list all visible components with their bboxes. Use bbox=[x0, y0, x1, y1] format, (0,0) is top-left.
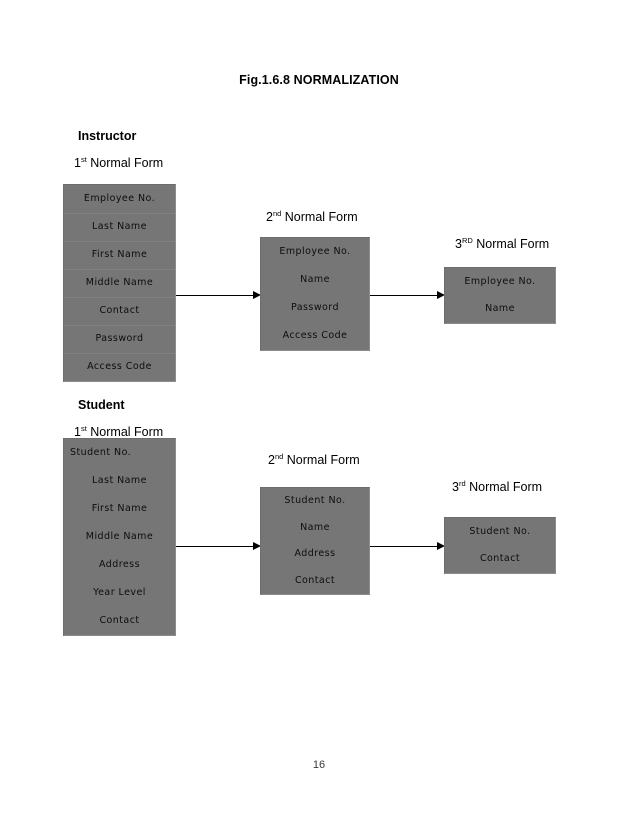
arrow-head-icon bbox=[253, 542, 261, 550]
label-instructor-1nf: 1st Normal Form bbox=[74, 156, 163, 170]
label-text: Normal Form bbox=[465, 480, 543, 494]
ordinal-suffix: st bbox=[80, 423, 87, 433]
student-2nf-table: Student No. Name Address Contact bbox=[260, 487, 370, 595]
table-row: Last Name bbox=[64, 213, 175, 241]
ordinal-number: 1 bbox=[74, 425, 81, 439]
arrow-head-icon bbox=[437, 542, 445, 550]
student-1nf-table: Student No. Last Name First Name Middle … bbox=[63, 438, 176, 636]
table-row: Contact bbox=[99, 614, 140, 626]
arrow-shaft bbox=[370, 546, 438, 547]
page-number: 16 bbox=[312, 759, 326, 771]
table-row: Address bbox=[294, 548, 336, 560]
table-row: Contact bbox=[64, 297, 175, 325]
student-3nf-table: Student No. Contact bbox=[444, 517, 556, 574]
ordinal-suffix: RD bbox=[461, 235, 473, 245]
table-row: Employee No. bbox=[464, 275, 536, 287]
table-row: Contact bbox=[479, 553, 521, 565]
arrow-head-icon bbox=[437, 291, 445, 299]
table-row: First Name bbox=[64, 241, 175, 269]
instructor-2nf-table: Employee No. Name Password Access Code bbox=[260, 237, 370, 351]
table-row: Access Code bbox=[64, 353, 175, 381]
label-instructor-3nf: 3RD Normal Form bbox=[455, 237, 549, 251]
ordinal-number: 3 bbox=[455, 237, 462, 251]
arrow-shaft bbox=[176, 295, 254, 296]
table-row: Employee No. bbox=[83, 192, 156, 204]
label-text: Normal Form bbox=[281, 210, 358, 224]
arrow-instructor-2nf-to-3nf bbox=[370, 291, 445, 300]
arrow-instructor-1nf-to-2nf bbox=[176, 291, 261, 300]
label-student-1nf: 1st Normal Form bbox=[74, 425, 163, 439]
label-instructor-2nf: 2nd Normal Form bbox=[266, 210, 358, 224]
label-text: Normal Form bbox=[472, 237, 550, 251]
table-row: Access Code bbox=[282, 329, 348, 341]
entity-title-instructor: Instructor bbox=[78, 129, 137, 143]
ordinal-number: 2 bbox=[266, 210, 273, 224]
table-row: Contact bbox=[294, 574, 336, 586]
table-row: Password bbox=[291, 301, 339, 313]
table-row: Last Name bbox=[92, 474, 147, 486]
table-row: Address bbox=[99, 558, 140, 570]
table-row: Student No. bbox=[284, 495, 346, 507]
table-row: Year Level bbox=[93, 586, 146, 598]
arrow-shaft bbox=[370, 295, 438, 296]
table-row: Middle Name bbox=[64, 269, 175, 297]
arrow-shaft bbox=[176, 546, 254, 547]
ordinal-number: 3 bbox=[452, 480, 459, 494]
table-row: Password bbox=[64, 325, 175, 353]
ordinal-suffix: rd bbox=[458, 478, 466, 488]
arrow-student-1nf-to-2nf bbox=[176, 542, 261, 551]
table-row: Name bbox=[300, 521, 330, 533]
label-text: Normal Form bbox=[283, 453, 360, 467]
ordinal-suffix: nd bbox=[272, 208, 282, 218]
table-row: Student No. bbox=[70, 446, 132, 458]
table-row: First Name bbox=[91, 502, 148, 514]
table-row: Student No. bbox=[469, 525, 531, 537]
entity-title-student: Student bbox=[78, 398, 125, 412]
label-text: Normal Form bbox=[86, 425, 164, 439]
label-text: Normal Form bbox=[86, 156, 164, 170]
table-row: Name bbox=[300, 273, 330, 285]
table-row: Employee No. bbox=[279, 245, 351, 257]
instructor-1nf-table: Employee No. Last Name First Name Middle… bbox=[63, 184, 176, 382]
arrow-head-icon bbox=[253, 291, 261, 299]
ordinal-number: 2 bbox=[268, 453, 275, 467]
label-student-3nf: 3rd Normal Form bbox=[452, 480, 542, 494]
instructor-3nf-table: Employee No. Name bbox=[444, 267, 556, 324]
ordinal-suffix: st bbox=[80, 154, 87, 164]
ordinal-number: 1 bbox=[74, 156, 81, 170]
arrow-student-2nf-to-3nf bbox=[370, 542, 445, 551]
table-row: Middle Name bbox=[85, 530, 154, 542]
ordinal-suffix: nd bbox=[274, 451, 284, 461]
table-row: Name bbox=[485, 303, 515, 315]
label-student-2nf: 2nd Normal Form bbox=[268, 453, 360, 467]
figure-title: Fig.1.6.8 NORMALIZATION bbox=[239, 73, 399, 87]
